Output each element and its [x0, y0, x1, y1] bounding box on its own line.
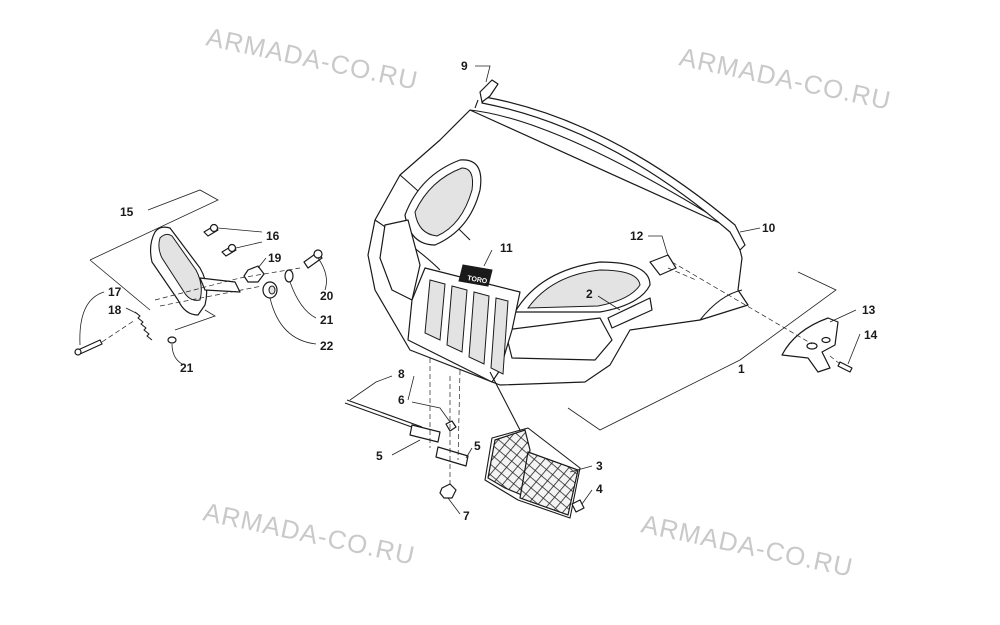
adjust-spring-18: [134, 311, 153, 341]
callout-16: 16: [266, 229, 280, 243]
headlight-assembly: [149, 226, 241, 316]
bracket-5-left: [409, 424, 441, 443]
hood-assembly: TORO: [367, 109, 749, 386]
decal-text: TORO: [467, 275, 489, 285]
headlight-screw-lower: [221, 243, 237, 257]
hood-small-decal: [649, 254, 677, 276]
callout-22: 22: [320, 339, 334, 353]
callout-6: 6: [398, 393, 405, 407]
hood-left-scoop-inner: [414, 167, 473, 237]
hood-latch: [474, 79, 499, 109]
grommet-22: [262, 281, 278, 299]
nut-19: [243, 265, 265, 283]
callout-14: 14: [864, 328, 878, 342]
headlight-lens: [158, 233, 202, 301]
callout-9: 9: [461, 59, 468, 73]
hood-decal: TORO: [458, 264, 493, 287]
nut-6: [445, 420, 457, 432]
hood-top-edge: [469, 109, 736, 231]
callout-11: 11: [500, 241, 513, 255]
screen-clip-4: [571, 499, 585, 513]
hood-right-light-opening: [504, 317, 613, 361]
callout-7: 7: [463, 509, 470, 523]
bolt-20: [303, 249, 323, 269]
hood-grille-slats: [424, 279, 509, 375]
watermark-bottom-left: ARMADA-CO.RU: [201, 497, 418, 571]
callout-2: 2: [586, 287, 593, 301]
washer-21-right: [284, 269, 294, 283]
adjust-screw-17: [74, 339, 103, 356]
callout-5-left: 5: [376, 449, 383, 463]
callout-17: 17: [108, 285, 122, 299]
nut-7: [439, 483, 457, 499]
grille-screen-right: [519, 451, 579, 516]
hood-right-recess-inner: [526, 269, 641, 309]
callout-1: 1: [738, 362, 745, 376]
bracket-screw: [837, 361, 853, 373]
side-bracket: [781, 317, 839, 373]
callout-15: 15: [120, 205, 134, 219]
callout-4: 4: [596, 482, 603, 496]
callout-19: 19: [268, 251, 282, 265]
watermark-top-left: ARMADA-CO.RU: [204, 22, 421, 96]
callout-21-right: 21: [320, 313, 334, 327]
headlight-bracket-arm: [199, 277, 241, 293]
callout-10: 10: [762, 221, 776, 235]
callout-20: 20: [320, 289, 334, 303]
prop-rod: [344, 399, 423, 431]
washer-21-left: [167, 336, 177, 344]
hood-side-marker: [607, 297, 653, 329]
reference-lines: [79, 65, 861, 515]
hood-seal-strip: [481, 96, 746, 251]
callout-3: 3: [596, 459, 603, 473]
watermark-bottom-right: ARMADA-CO.RU: [639, 509, 856, 583]
callout-8: 8: [398, 367, 405, 381]
callout-13: 13: [862, 303, 876, 317]
callout-12: 12: [630, 229, 644, 243]
watermark-top-right: ARMADA-CO.RU: [677, 42, 894, 116]
callout-5-right: 5: [474, 439, 481, 453]
grille-screen: [484, 427, 581, 519]
callout-18: 18: [108, 303, 122, 317]
headlight-screw-upper: [203, 223, 219, 237]
bracket-5-right: [435, 446, 469, 467]
callout-21-left: 21: [180, 361, 194, 375]
